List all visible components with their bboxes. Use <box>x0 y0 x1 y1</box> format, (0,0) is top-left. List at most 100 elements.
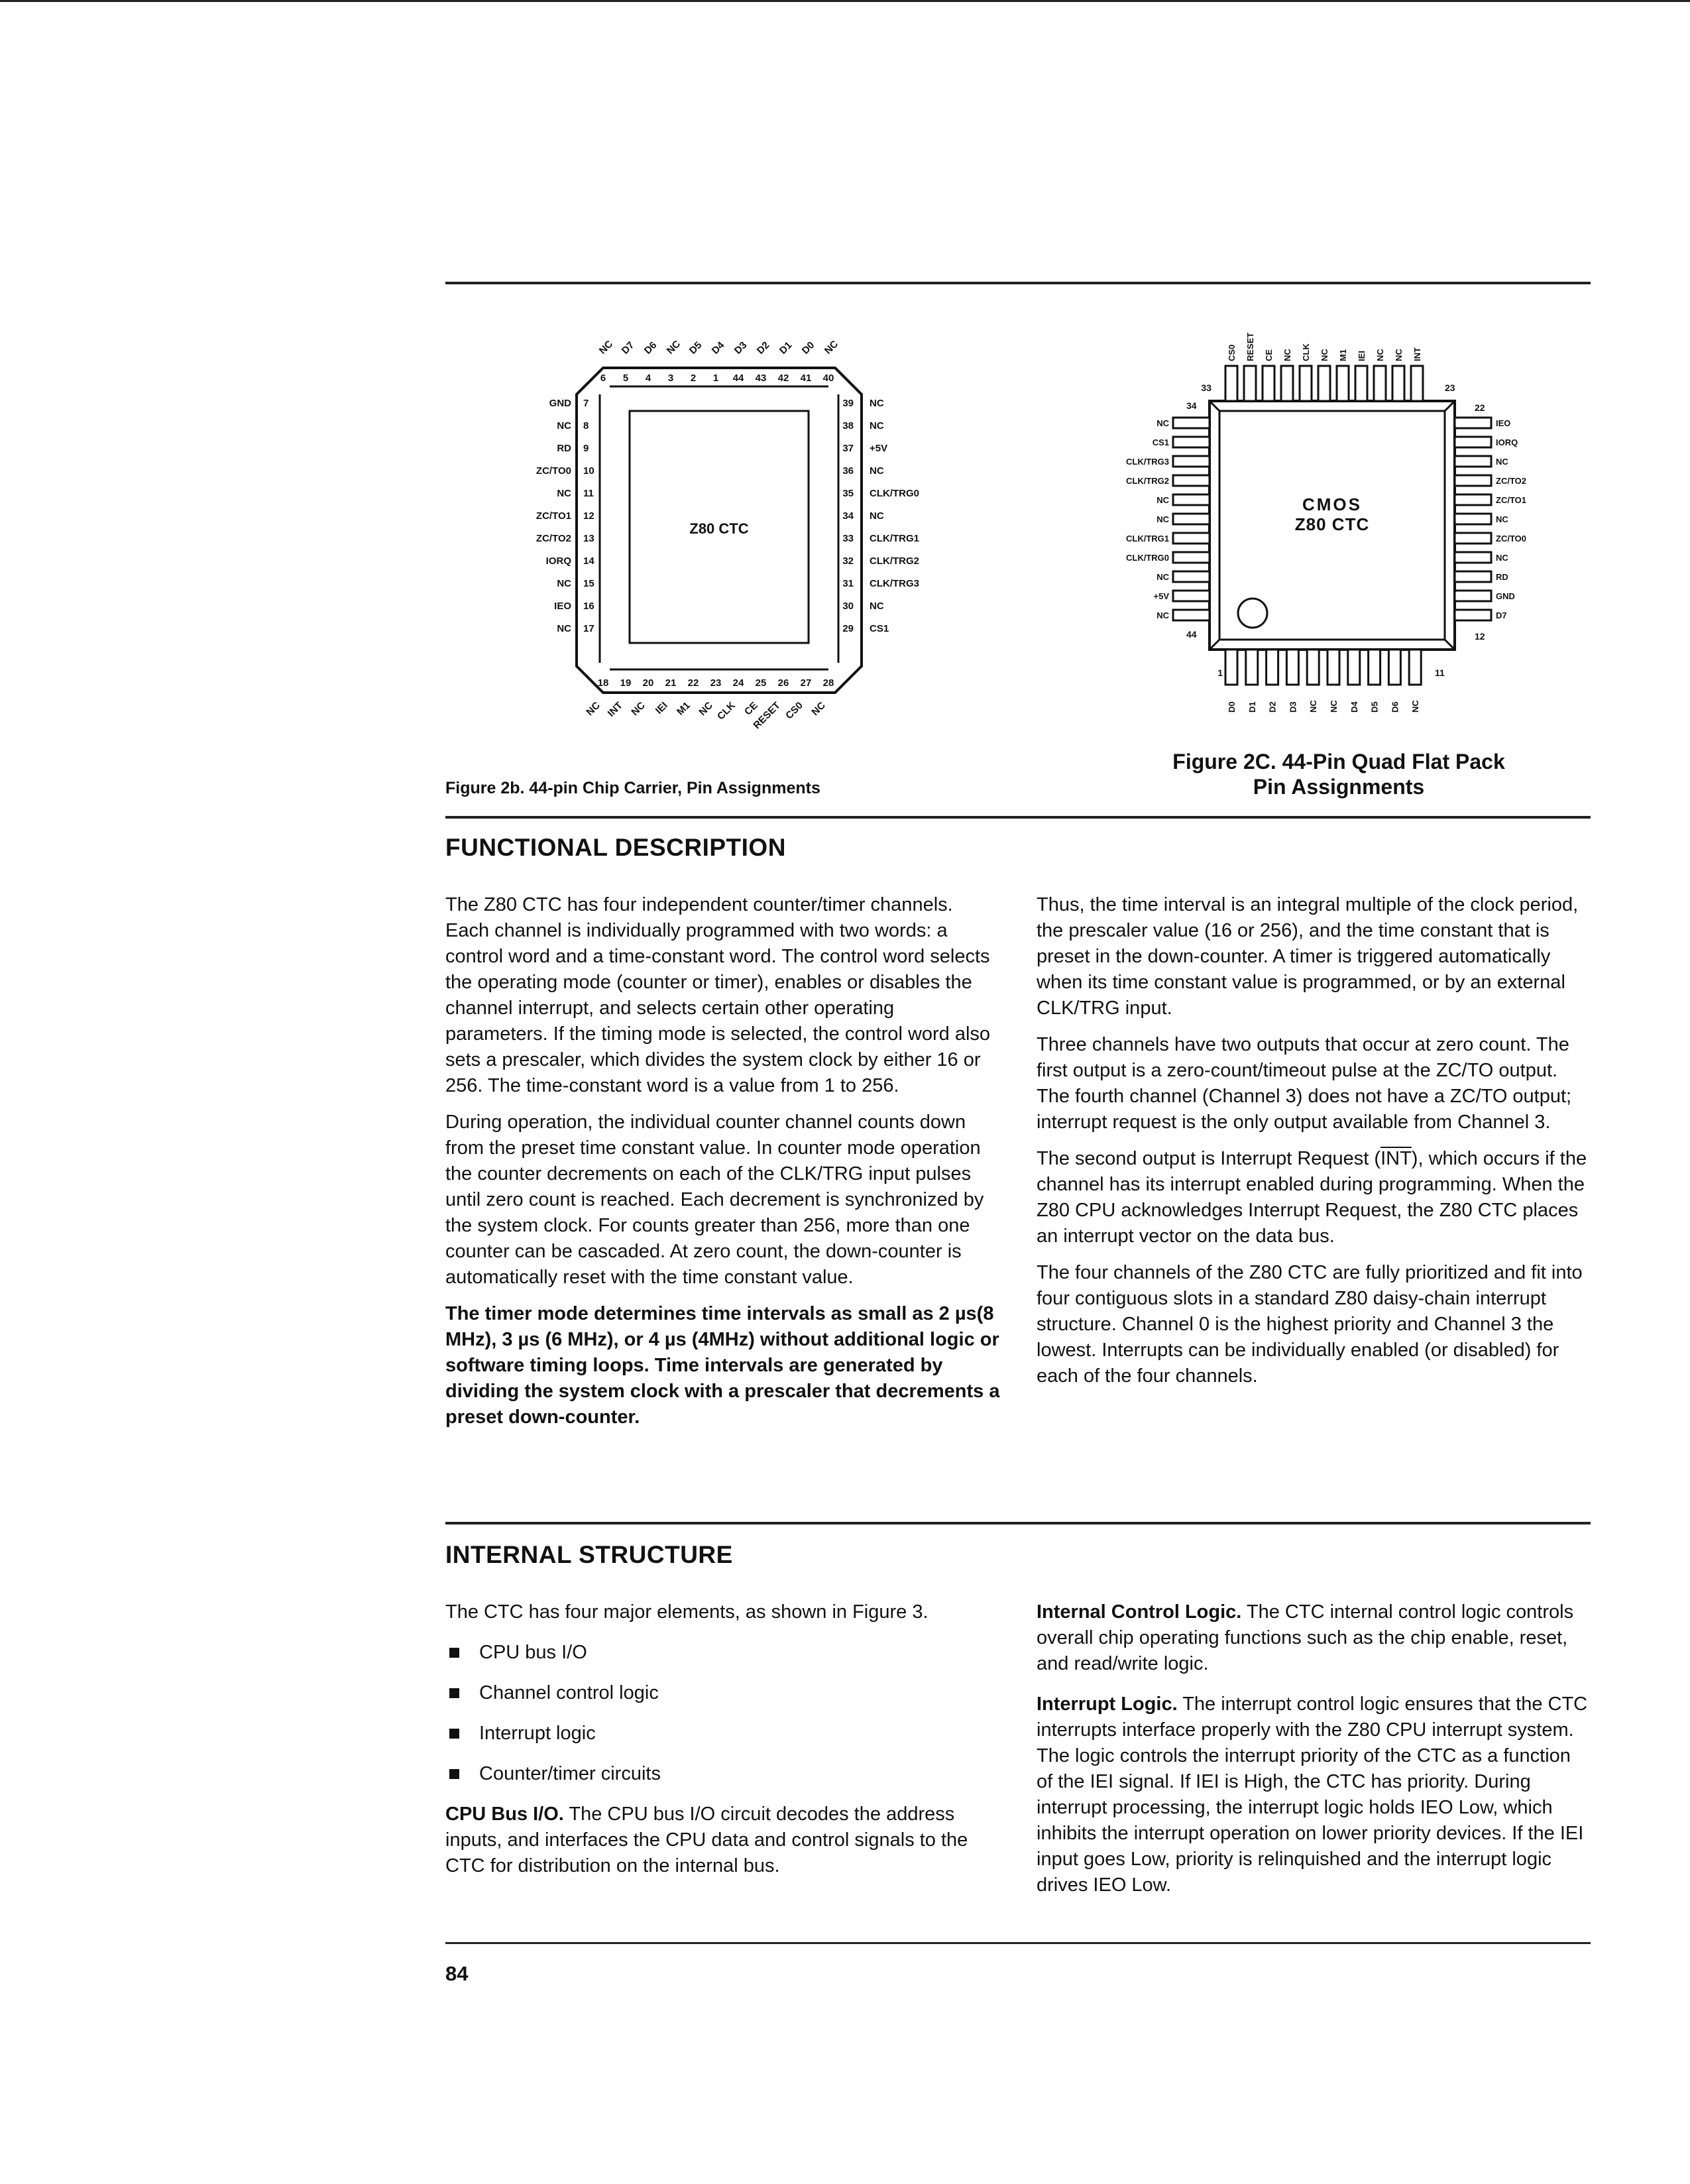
qfp-top-lead <box>1335 365 1350 402</box>
qfp-left-pin-name: CS1 <box>1153 437 1169 447</box>
functional-rule <box>445 816 1591 819</box>
qfp-top-lead <box>1298 365 1313 402</box>
plcc-right-pin-name: NC <box>870 601 884 612</box>
plcc-left-pin-name: NC <box>557 488 571 499</box>
qfp-bottom-pin-name: D1 <box>1247 701 1257 713</box>
plcc-right-pin-name: CLK/TRG0 <box>870 488 919 499</box>
page-number: 84 <box>445 1962 469 1985</box>
plcc-bottom-pin-number: 28 <box>823 677 834 689</box>
interrupt-logic-heading: Interrupt Logic. <box>1037 1694 1178 1715</box>
plcc-right-pin-name: NC <box>870 510 884 522</box>
qfp-top-pin-name: INT <box>1412 347 1422 361</box>
plcc-left-pin-name: GND <box>549 398 572 409</box>
qfp-right-pin-name: NC <box>1496 553 1508 563</box>
internal-rule <box>445 1522 1591 1524</box>
plcc-right-pin-name: NC <box>870 398 884 409</box>
qfp-bottom-lead <box>1408 648 1422 686</box>
bullet-label: CPU bus I/O <box>479 1642 587 1663</box>
qfp-corner-number: 44 <box>1186 629 1197 640</box>
plcc-right-pin-number: 32 <box>842 555 854 567</box>
qfp-chip-label-line2: Z80 CTC <box>1295 514 1369 534</box>
qfp-corner-number: 12 <box>1475 631 1485 642</box>
qfp-left-lead <box>1172 455 1211 468</box>
qfp-top-pin-name: IEI <box>1357 351 1367 361</box>
plcc-left-pin-number: 15 <box>583 578 594 589</box>
qfp-bottom-lead <box>1326 648 1341 686</box>
plcc-bottom-pin-name: IEI <box>653 700 670 717</box>
bullet-label: Counter/timer circuits <box>479 1763 661 1784</box>
plcc-left-pin-number: 13 <box>583 533 594 544</box>
plcc-bottom-pin-name: CLK <box>715 700 738 722</box>
qfp-corner-bevel <box>1208 638 1221 651</box>
plcc-top-pin-name: D6 <box>642 339 659 357</box>
plcc-left-pin-name: NC <box>557 578 571 589</box>
plcc-top-pin-number: 41 <box>801 373 812 384</box>
qfp-corner-bevel <box>1443 638 1456 651</box>
plcc-top-pin-name: NC <box>597 338 615 356</box>
qfp-top-pin-name: M1 <box>1338 349 1348 361</box>
qfp-top-lead <box>1373 365 1387 402</box>
qfp-right-lead <box>1453 570 1493 583</box>
plcc-top-pin-name: D3 <box>732 339 750 357</box>
bullet-square-icon <box>449 1769 459 1779</box>
plcc-left-pin-number: 14 <box>583 555 594 567</box>
functional-left-column: The Z80 CTC has four independent counter… <box>445 892 1001 1441</box>
qfp-bottom-pin-name: NC <box>1308 700 1318 713</box>
plcc-left-pin-name: ZC/TO0 <box>536 465 571 477</box>
plcc-right-pin-number: 35 <box>842 488 854 499</box>
plcc-bottom-pin-number: 23 <box>710 677 722 689</box>
plcc-top-pin-number: 2 <box>691 373 696 384</box>
qfp-left-lead <box>1172 493 1211 506</box>
qfp-right-pin-name: RD <box>1496 572 1508 582</box>
plcc-bottom-pin-name: NC <box>809 700 827 718</box>
qfp-right-lead <box>1453 435 1493 449</box>
bullet-square-icon <box>449 1648 459 1658</box>
qfp-left-lead <box>1172 512 1211 526</box>
figure-top-rule <box>445 282 1591 284</box>
qfp-left-lead <box>1172 532 1211 545</box>
qfp-left-lead <box>1172 589 1211 603</box>
plcc-right-pin-number: 34 <box>842 510 854 522</box>
qfp-top-pin-name: NC <box>1282 349 1292 361</box>
qfp-corner-bevel <box>1208 400 1221 412</box>
plcc-right-pin-name: CLK/TRG1 <box>870 533 919 544</box>
plcc-chip-label: Z80 CTC <box>689 520 748 537</box>
qfp-left-pin-name: CLK/TRG1 <box>1126 534 1169 544</box>
qfp-left-lead <box>1172 474 1211 487</box>
qfp-corner-number: 23 <box>1445 382 1455 393</box>
plcc-top-pin-name: D2 <box>755 339 772 357</box>
qfp-right-lead <box>1453 493 1493 506</box>
qfp-top-lead <box>1410 365 1424 402</box>
bullet-label: Channel control logic <box>479 1682 659 1703</box>
figure-2b-caption: Figure 2b. 44-pin Chip Carrier, Pin Assi… <box>445 779 820 797</box>
qfp-top-pin-name: RESET <box>1245 333 1255 361</box>
int-signal-label: INT <box>1380 1148 1412 1169</box>
qfp-corner-number: 22 <box>1475 402 1485 413</box>
bullet-label: Interrupt logic <box>479 1723 596 1744</box>
qfp-top-pin-name: NC <box>1375 349 1385 361</box>
qfp-top-pin-name: CS0 <box>1227 345 1237 361</box>
qfp-bottom-lead <box>1367 648 1382 686</box>
page-top-rule <box>0 0 1690 2</box>
plcc-bottom-pin-number: 25 <box>756 677 767 689</box>
bullet-square-icon <box>449 1729 459 1739</box>
qfp-left-lead <box>1172 570 1211 583</box>
plcc-right-pin-number: 37 <box>842 443 854 454</box>
plcc-left-pin-number: 16 <box>583 601 594 612</box>
plcc-right-pin-name: CLK/TRG3 <box>870 578 919 589</box>
qfp-right-pin-name: NC <box>1496 457 1508 467</box>
figure-2c-caption-line1: Figure 2C. 44-Pin Quad Flat Pack <box>1172 750 1505 774</box>
qfp-bottom-lead <box>1387 648 1402 686</box>
functional-description-heading: FUNCTIONAL DESCRIPTION <box>445 834 786 861</box>
plcc-bottom-pin-name: INT <box>606 700 625 719</box>
figure-2c-caption: Figure 2C. 44-Pin Quad Flat Pack Pin Ass… <box>1074 749 1604 799</box>
qfp-left-lead <box>1172 416 1211 430</box>
plcc-top-pin-number: 40 <box>823 373 834 384</box>
interrupt-request-text-a: The second output is Interrupt Request ( <box>1037 1148 1381 1169</box>
plcc-left-pin-number: 8 <box>583 420 589 431</box>
plcc-left-pin-name: RD <box>557 443 571 454</box>
functional-right-paragraph-4: The four channels of the Z80 CTC are ful… <box>1037 1262 1583 1387</box>
qfp-left-pin-name: NC <box>1156 572 1169 582</box>
qfp-bottom-lead <box>1245 648 1259 686</box>
